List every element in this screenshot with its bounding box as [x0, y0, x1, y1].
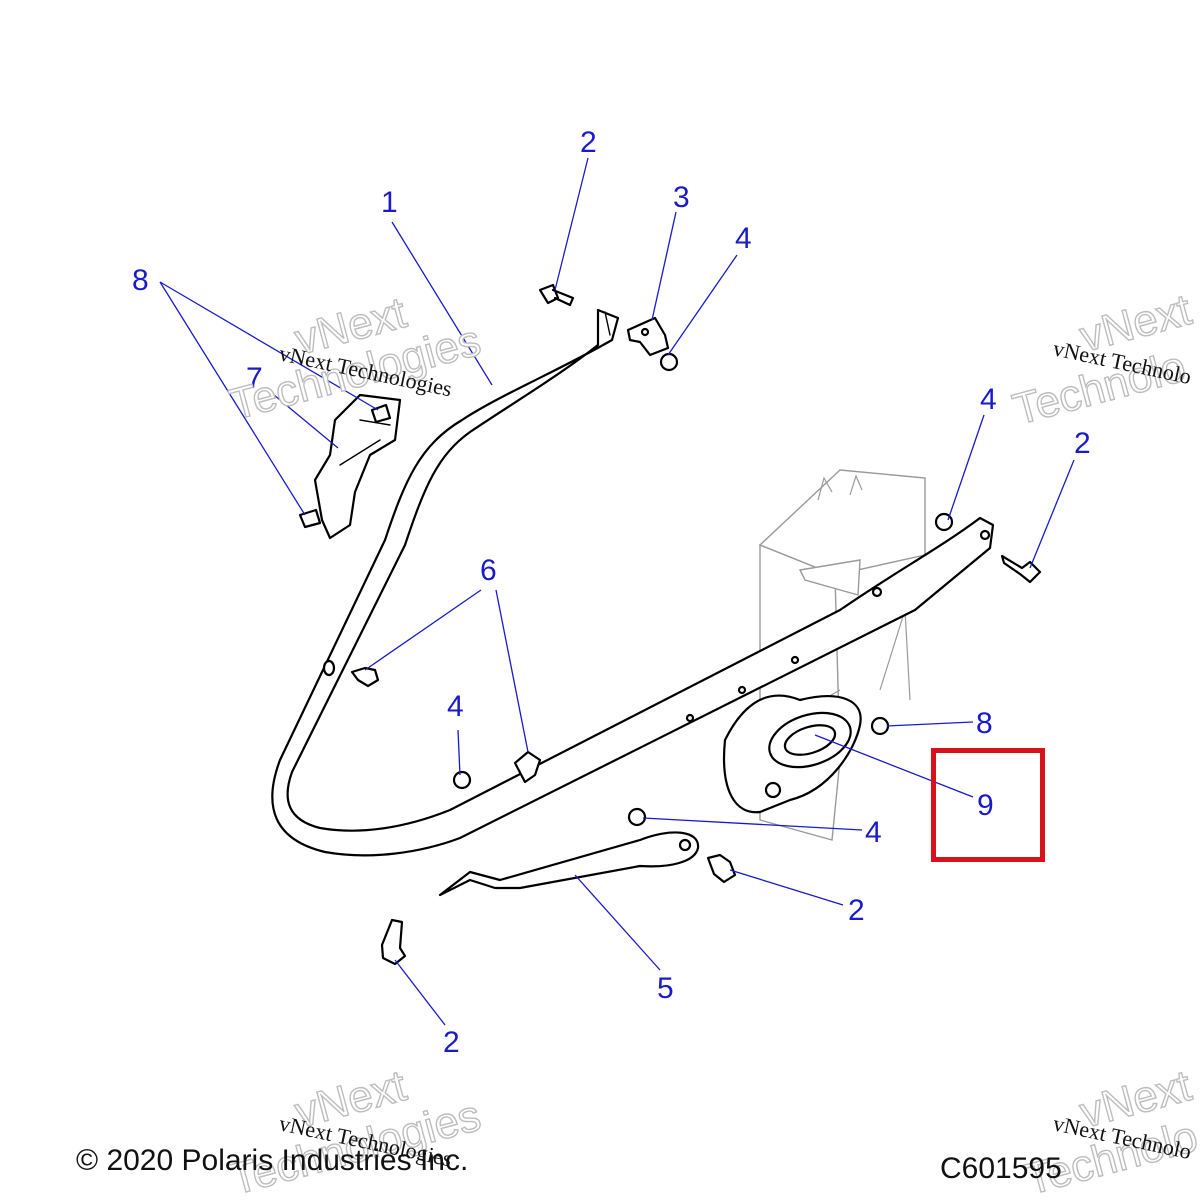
callout-8-right: 8 — [976, 707, 993, 740]
leader-lines — [159, 157, 1075, 1026]
callout-7: 7 — [246, 362, 263, 395]
part-9-mount-plate — [723, 694, 862, 814]
part-5-bracket — [438, 831, 700, 897]
callout-2-top: 2 — [580, 126, 597, 159]
highlight-box-callout-9 — [931, 748, 1045, 862]
callout-9: 9 — [977, 789, 994, 822]
watermark-top-right: vNext Technolo vNext Technolo — [1007, 285, 1197, 436]
callout-8-left: 8 — [132, 264, 149, 297]
part-7-bracket — [313, 393, 402, 540]
callout-4-top: 4 — [735, 222, 752, 255]
callout-3: 3 — [673, 181, 690, 214]
callout-1: 1 — [381, 186, 398, 219]
copyright-text: © 2020 Polaris Industries Inc. — [76, 1144, 468, 1177]
callout-4-middle: 4 — [447, 690, 464, 723]
callout-labels: 1 2 3 4 8 7 4 2 6 4 8 9 4 2 5 2 — [132, 126, 1091, 1059]
callout-4-right: 4 — [980, 383, 997, 416]
callout-5: 5 — [657, 972, 674, 1005]
callout-2-lower-right: 2 — [848, 894, 865, 927]
callout-2-right: 2 — [1074, 427, 1091, 460]
fasteners — [350, 283, 1042, 966]
watermark-bottom-center: vNext Technologies vNext Technologies — [224, 1061, 486, 1200]
callout-2-bottom: 2 — [443, 1026, 460, 1059]
callout-4-lower: 4 — [865, 816, 882, 849]
figure-code: C601595 — [940, 1152, 1062, 1185]
part-1-tube — [271, 308, 995, 857]
callout-6: 6 — [480, 554, 497, 587]
